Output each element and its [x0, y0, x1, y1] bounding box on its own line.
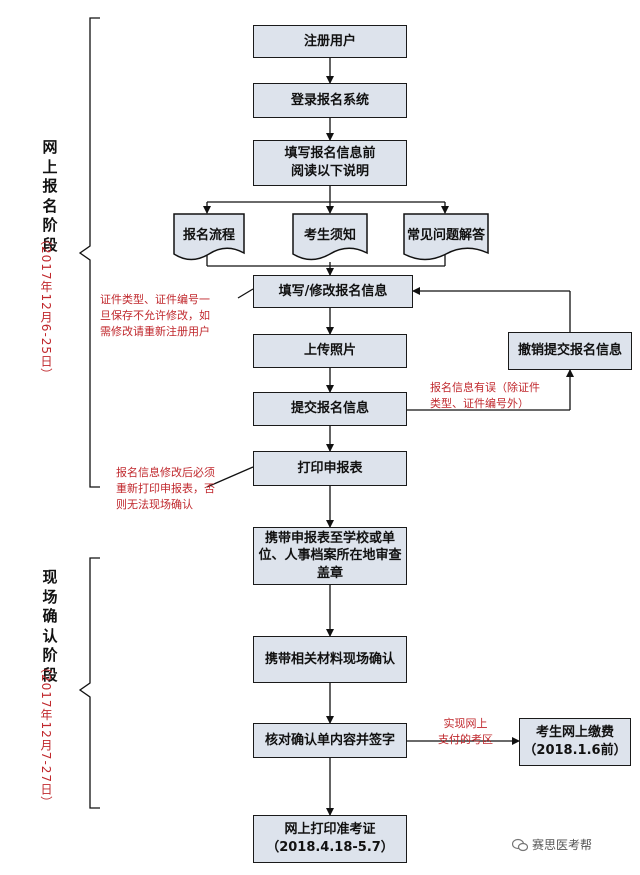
watermark: 赛思医考帮	[512, 836, 592, 853]
info-error-note: 报名信息有误（除证件 类型、证件编号外）	[430, 381, 540, 410]
online-phase-title-text: 网上报名阶段	[42, 138, 58, 254]
online-payment-step: 考生网上缴费 （2018.1.6前）	[519, 718, 631, 766]
online-payment-region-note: 实现网上 支付的考区	[438, 717, 493, 746]
doc-notice: 考生须知	[303, 227, 356, 243]
onsite-phase-title-text: 现场确认阶段	[42, 568, 58, 684]
upload-photo-step: 上传照片	[253, 334, 407, 368]
verify-sign-step: 核对确认单内容并签字	[253, 723, 407, 758]
doc-faq: 常见问题解答	[406, 227, 485, 243]
doc-shape-faq	[403, 213, 489, 261]
onsite-confirm-step: 携带相关材料现场确认	[253, 636, 407, 683]
doc-shape-notice	[292, 213, 368, 261]
watermark-text: 赛思医考帮	[532, 838, 593, 852]
id-modification-note: 证件类型、证件编号一 旦保存不允许修改，如 需修改请重新注册用户	[100, 293, 210, 338]
revoke-submit-step: 撤销提交报名信息	[508, 332, 632, 370]
register-step: 注册用户	[253, 25, 407, 58]
login-step: 登录报名系统	[253, 83, 407, 118]
submit-step: 提交报名信息	[253, 392, 407, 426]
doc-process: 报名流程	[182, 227, 235, 243]
fill-modify-step: 填写/修改报名信息	[253, 275, 413, 308]
online-phase-title: 网上报名阶段	[40, 138, 60, 255]
doc-shape-process	[173, 213, 245, 261]
print-form-step: 打印申报表	[253, 451, 407, 486]
stamp-step: 携带申报表至学校或单 位、人事档案所在地审查 盖章	[253, 527, 407, 585]
reprint-note: 报名信息修改后必须 重新打印申报表，否 则无法现场确认	[116, 466, 215, 511]
onsite-phase-date: （2017年12月7-27日）	[39, 661, 53, 810]
read-instructions-step: 填写报名信息前 阅读以下说明	[253, 140, 407, 186]
chat-bubble-icon	[512, 838, 528, 851]
onsite-phase-title: 现场确认阶段	[40, 568, 60, 685]
print-ticket-step: 网上打印准考证 （2018.4.18-5.7）	[253, 815, 407, 863]
online-phase-date: （2017年12月6-25日）	[39, 233, 53, 382]
